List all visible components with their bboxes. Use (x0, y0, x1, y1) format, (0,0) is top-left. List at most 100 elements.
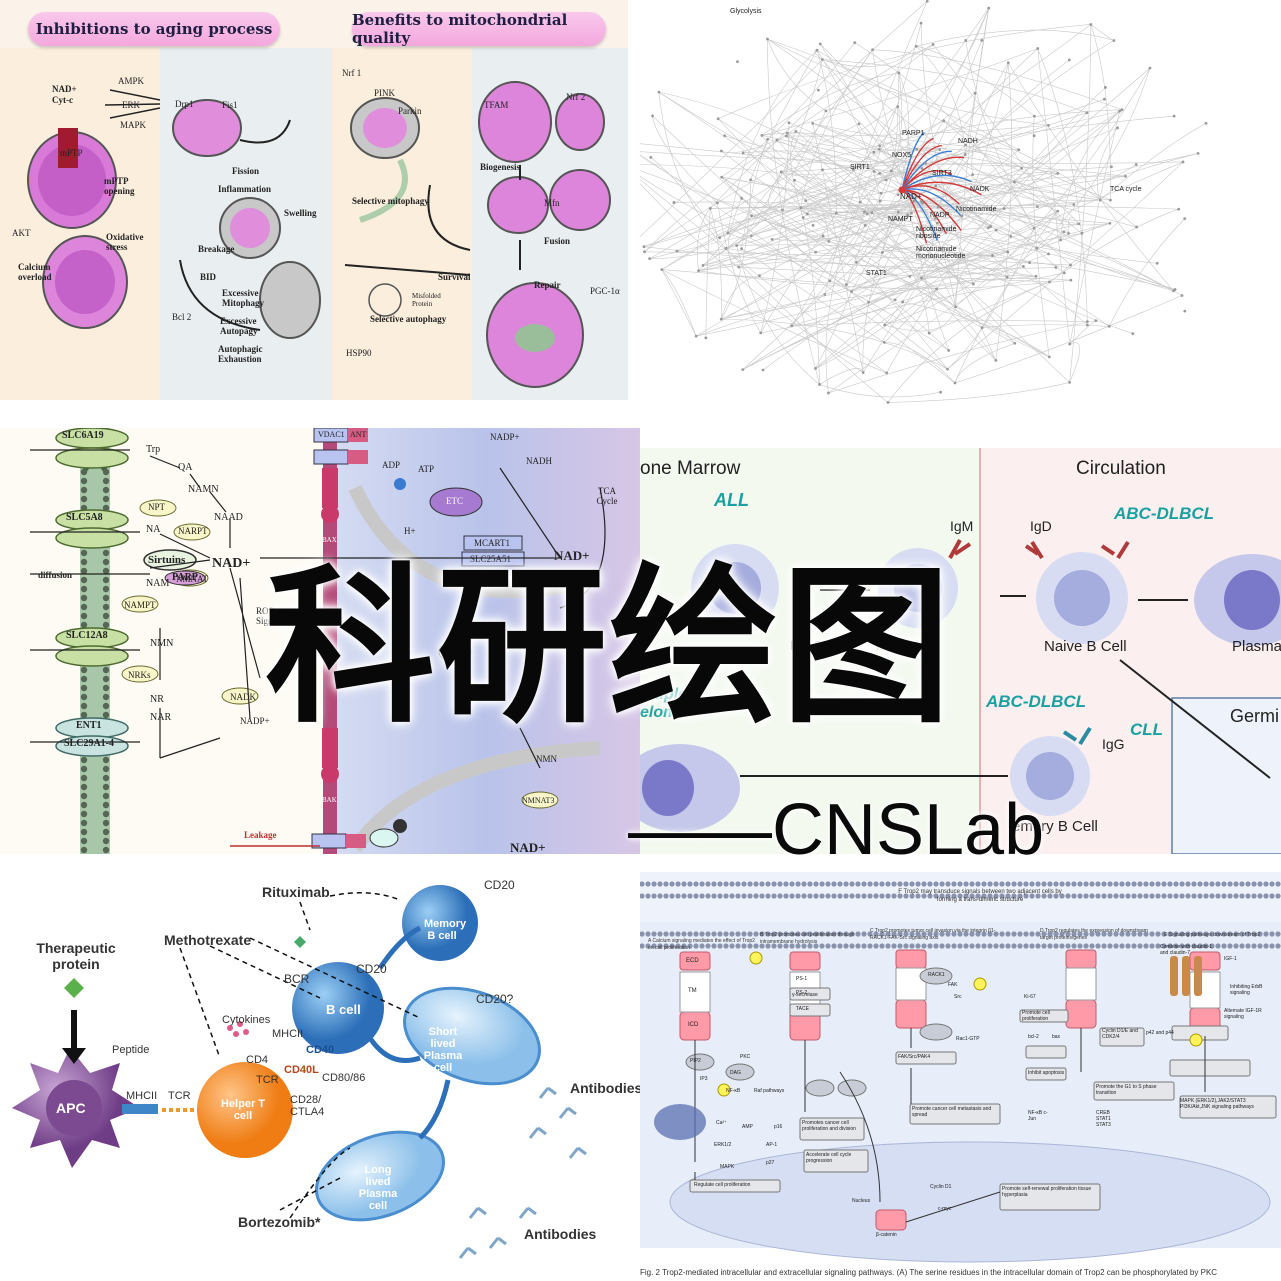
label-ox-stress: Oxidative stress (106, 232, 144, 252)
net-label-nadp: NADP (930, 212, 950, 219)
imm-mhcii: MHCII (126, 1090, 158, 1102)
nad-nadp: NADP+ (240, 716, 270, 726)
imm-cd80: CD80/86 (322, 1072, 366, 1084)
trop2-fak-src: FAK/Src/PAK4 (898, 1054, 931, 1060)
imm-cd40l: CD40L (284, 1064, 319, 1076)
trop2-nfkb2: NF-κB c-Jun (1028, 1110, 1048, 1122)
trop2-bcl2: bcl-2 (1028, 1034, 1039, 1040)
nad-leakage: Leakage (244, 830, 277, 840)
trop2-inhibit-apop: Inhibit apoptosis (1028, 1070, 1065, 1076)
imm-bcr: BCR (284, 972, 310, 986)
imm-helper: Helper T cell (220, 1098, 265, 1122)
nad-naad: NAAD (214, 512, 243, 523)
imm-cd20q: CD20? (476, 992, 514, 1006)
bcell-germinal: Germi (1230, 706, 1279, 726)
bcell-naive: Naive B Cell (1044, 638, 1127, 655)
trop2-promote-div: Promotes cancer cell proliferation and d… (802, 1120, 856, 1132)
imm-cd20: CD20 (356, 962, 387, 976)
trop2-d: D Trop2 regulates the expression of down… (1040, 928, 1148, 941)
nad-nampt: NAMPT (124, 600, 156, 610)
trop2-ps1: PS-1 (796, 976, 808, 982)
bcell-cll: CLL (1130, 720, 1164, 739)
label-pink: PINK (374, 88, 396, 98)
imm-cd40: CD40 (306, 1044, 335, 1056)
imm-memory: Memory B cell (424, 918, 467, 942)
trop2-mapk-path: MAPK (ERK1/2),JAK2/STAT3 PI3K/Akt,JNK si… (1180, 1098, 1254, 1110)
trop2-b: B Trop2 promotes cell proliferation thro… (760, 932, 855, 945)
imm-cd28: CD28/ CTLA4 (290, 1094, 325, 1118)
label-sel-mito: Selective mitophagy (352, 196, 429, 206)
panel-aging-mitochondria: Inhibitions to aging process Benefits to… (0, 0, 628, 400)
trop2-pip2: PIP2 (690, 1058, 701, 1064)
trop2-p42: p42 and p44 (1146, 1030, 1174, 1036)
trop2-cyclin: Cyclin D1/E and CDK2/4 (1102, 1028, 1138, 1040)
trop2-dag: DAG (730, 1070, 741, 1076)
nad-bak: BAK (322, 796, 337, 804)
trop2-cmyc: c-myc (938, 1206, 952, 1212)
nad-nr: NR (150, 694, 164, 705)
nad-nad-leak: NAD+ (510, 840, 546, 854)
label-survival: Survival (438, 272, 471, 282)
trop2-ip3: IP3 (700, 1076, 708, 1082)
trop2-igf1r: Alternate IGF-1R signaling (1224, 1008, 1262, 1020)
imm-antibodies: Antibodies (570, 1080, 640, 1096)
bcell-art (640, 448, 1281, 854)
net-label-parp1: PARP1 (902, 130, 925, 137)
panel-bcell-development: one Marrow Circulation ALL ABC-DLBCL IgM… (640, 448, 1281, 854)
imm-tcr: TCR (168, 1090, 191, 1102)
trop2-p16: p16 (774, 1124, 783, 1130)
nad-nadk: NADK (230, 692, 256, 702)
nad-nmnat: NMNAT (176, 574, 209, 584)
imm-therapeutic: Therapeutic protein (36, 940, 116, 972)
label-nad: NAD+ (52, 84, 77, 94)
trop2-accel: Accelerate cell cycle progression (806, 1152, 852, 1164)
nad-slc25a51: SLC25A51 (470, 554, 512, 564)
overlay-title: 科研绘图 (265, 549, 954, 747)
bcell-abc-dlbcl: ABC-DLBCL (1114, 504, 1215, 523)
label-misfolded: Misfolded Protein (412, 292, 441, 308)
trop2-e: E Signaling pathways downstream of Trop2 (1164, 932, 1261, 938)
label-cytc: Cyt-c (52, 95, 73, 105)
trop2-nucleus: Nucleus (852, 1198, 871, 1204)
net-label-nadh: NADH (958, 138, 978, 145)
trop2-amp: AMP (742, 1124, 753, 1130)
label-pgc: PGC-1α (590, 286, 620, 296)
net-label-nadk: NADK (970, 186, 990, 193)
trop2-pkc: PKC (740, 1054, 751, 1060)
trop2-ecd: ECD (686, 958, 699, 964)
nad-ent1: ENT1 (76, 720, 102, 731)
nad-etc: ETC (446, 496, 463, 506)
nad-ros: ROS Signaling (256, 606, 291, 626)
trop2-ps2: PS-2 (796, 990, 808, 996)
trop2-caption: Fig. 2 Trop2-mediated intracellular and … (640, 1268, 1218, 1277)
trop2-regulate: Regulate cell proliferation (694, 1182, 751, 1188)
nad-nad-mito: NAD+ (554, 548, 590, 563)
imm-cd4: CD4 (246, 1054, 269, 1066)
imm-short: Short lived Plasma cell (423, 1026, 463, 1074)
trop2-self-renew: Promote self-renewal proliferation tissu… (1002, 1186, 1092, 1198)
imm-methotrexate: Methotrexate (164, 932, 252, 948)
trop2-metastasis: Promote cancer cell metastasis and sprea… (912, 1106, 992, 1118)
trop2-erk: ERK1/2 (714, 1142, 732, 1148)
label-fusion: Fusion (544, 236, 571, 246)
nad-bax: BAX (322, 536, 337, 544)
nad-tca: TCA Cycle (596, 486, 618, 506)
trop2-promote-prolif: Promote cell proliferation (1022, 1010, 1050, 1022)
nad-nar: NAR (150, 712, 172, 723)
trop2-bcatenin: β-catenin (876, 1232, 897, 1238)
nad-slc5a8: SLC5A8 (66, 512, 103, 523)
imm-bcell: B cell (326, 1002, 361, 1017)
label-mptp-opening: mPTP opening (104, 176, 135, 196)
nad-diffusion: diffusion (38, 570, 73, 580)
trop2-raf: Raf pathways (754, 1088, 785, 1094)
nad-qa: QA (178, 462, 193, 473)
bcell-all: ALL (714, 490, 749, 510)
nad-slc12a8: SLC12A8 (66, 630, 108, 641)
net-label-nmn: Nicotinamide mononucleotide (916, 246, 966, 260)
imm-cytokines: Cytokines (222, 1014, 271, 1026)
net-label-nr: Nicotinamide riboside (916, 226, 957, 240)
imm-bortezomib: Bortezomib* (238, 1214, 321, 1230)
bcell-bone-marrow: one Marrow (640, 458, 741, 479)
bcell-abc-dlbcl2: ABC-DLBCL (986, 692, 1087, 711)
label-nrf2: Nrf 2 (566, 92, 586, 102)
